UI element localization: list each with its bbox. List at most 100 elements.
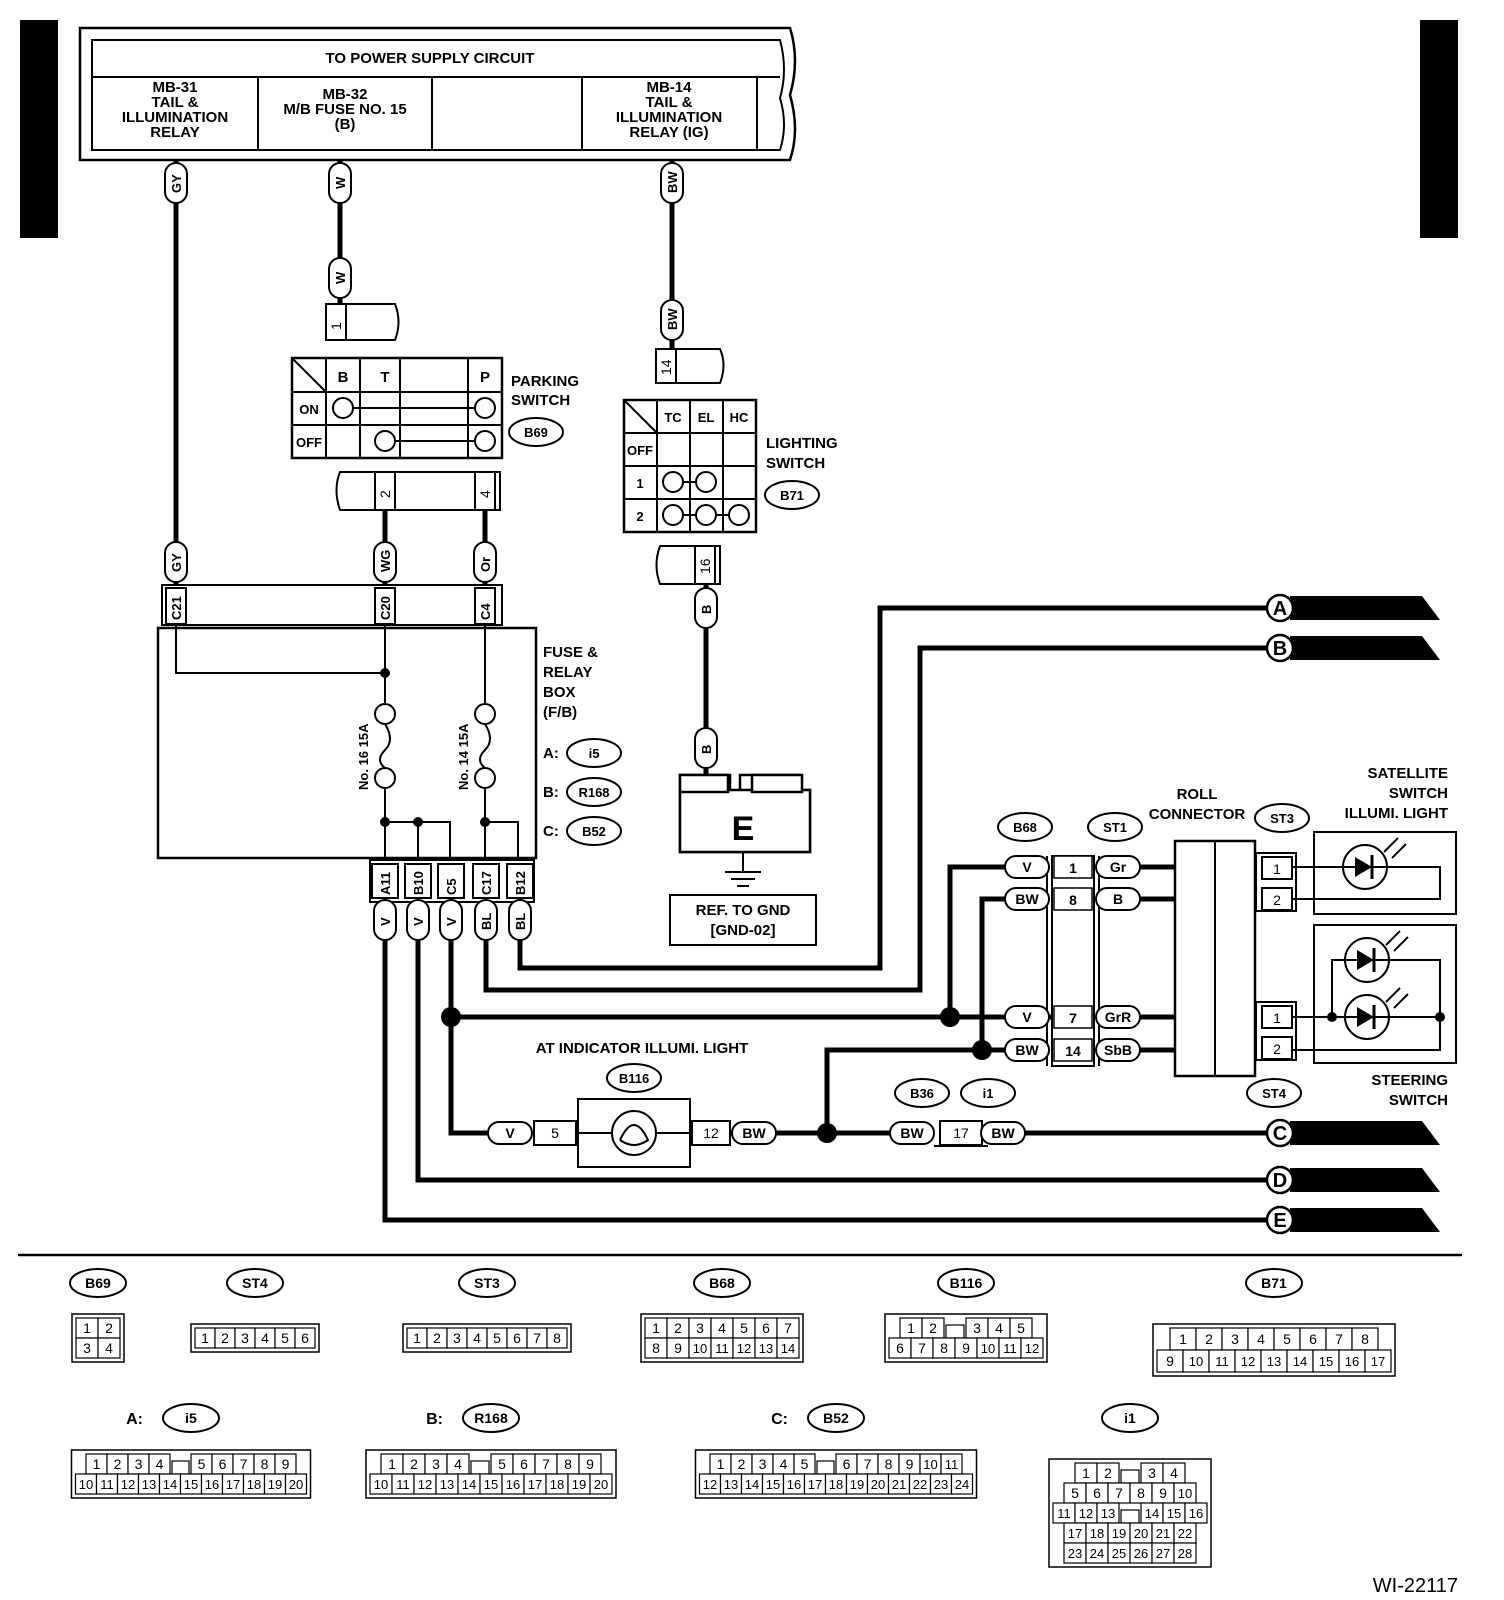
svg-text:OFF: OFF — [296, 435, 322, 450]
svg-text:12: 12 — [703, 1477, 717, 1492]
junction-dots — [441, 1007, 992, 1143]
svg-text:3: 3 — [135, 1456, 143, 1472]
svg-text:9: 9 — [586, 1456, 594, 1472]
svg-text:20: 20 — [289, 1477, 303, 1492]
svg-text:14: 14 — [1293, 1354, 1307, 1369]
offpage-label: ILLUMI-02 — [1300, 1173, 1377, 1190]
svg-text:B52: B52 — [582, 824, 606, 839]
svg-text:1: 1 — [328, 322, 344, 330]
svg-text:17: 17 — [226, 1477, 240, 1492]
offpage-letter: A — [1273, 598, 1287, 620]
svg-text:18: 18 — [1090, 1526, 1104, 1541]
svg-text:4: 4 — [454, 1456, 462, 1472]
svg-text:10: 10 — [79, 1477, 93, 1492]
svg-text:5: 5 — [801, 1456, 809, 1472]
svg-text:2: 2 — [221, 1330, 229, 1346]
svg-text:3: 3 — [973, 1320, 981, 1336]
roll-connector-pin: 7 — [1069, 1010, 1077, 1026]
svg-text:18: 18 — [247, 1477, 261, 1492]
svg-text:No. 16 15A: No. 16 15A — [356, 723, 371, 790]
svg-text:12: 12 — [703, 1125, 719, 1141]
svg-text:A:: A: — [543, 745, 559, 762]
side-tab-left: ILLUMI-01 — [20, 20, 58, 238]
svg-text:14: 14 — [462, 1477, 476, 1492]
svg-text:15: 15 — [1167, 1506, 1181, 1521]
svg-text:6: 6 — [513, 1330, 521, 1346]
power-box-cell-text: (B) — [335, 116, 356, 133]
at-indicator: AT INDICATOR ILLUMI. LIGHT B116 5 12 — [533, 1040, 748, 1168]
svg-text:B69: B69 — [524, 425, 548, 440]
svg-text:5: 5 — [498, 1456, 506, 1472]
svg-text:8: 8 — [261, 1456, 269, 1472]
svg-text:5: 5 — [493, 1330, 501, 1346]
svg-text:17: 17 — [1068, 1526, 1082, 1541]
svg-text:6: 6 — [1309, 1331, 1317, 1347]
power-box-cell-text: M/B FUSE NO. 15 — [283, 101, 406, 118]
svg-text:P: P — [480, 369, 490, 386]
parking-switch: 1 B T P ON OFF PARKING SWITCH B69 2 4 — [290, 303, 579, 511]
fuse-box-pin: B10 — [411, 871, 426, 895]
svg-text:2: 2 — [114, 1456, 122, 1472]
svg-text:9: 9 — [674, 1340, 682, 1356]
svg-text:22: 22 — [913, 1477, 927, 1492]
svg-text:6: 6 — [1093, 1485, 1101, 1501]
svg-text:16: 16 — [787, 1477, 801, 1492]
svg-text:9: 9 — [1159, 1485, 1167, 1501]
svg-text:ROLL: ROLL — [1177, 786, 1218, 803]
svg-text:20: 20 — [594, 1477, 608, 1492]
steering-switch: 1 2 ST4 STEERING SWITCH — [1246, 924, 1457, 1109]
svg-text:5: 5 — [1071, 1485, 1079, 1501]
svg-text:2: 2 — [433, 1330, 441, 1346]
wire-color-label: V — [378, 917, 393, 926]
svg-text:12: 12 — [121, 1477, 135, 1492]
svg-text:C21: C21 — [169, 596, 184, 620]
svg-text:3: 3 — [1231, 1331, 1239, 1347]
svg-text:SATELLITE: SATELLITE — [1367, 765, 1448, 782]
svg-text:12: 12 — [1241, 1354, 1255, 1369]
wire-bundle — [382, 605, 1270, 1223]
svg-text:1: 1 — [652, 1320, 660, 1336]
svg-text:17: 17 — [808, 1477, 822, 1492]
svg-text:B116: B116 — [950, 1275, 983, 1291]
svg-text:11: 11 — [1057, 1506, 1071, 1521]
svg-text:C4: C4 — [478, 603, 493, 620]
svg-text:14: 14 — [1145, 1506, 1159, 1521]
svg-text:23: 23 — [1068, 1546, 1082, 1561]
svg-text:2: 2 — [1205, 1331, 1213, 1347]
power-box-cell-text: MB-14 — [646, 79, 692, 96]
offpage-label: ILLUMI-05 — [1300, 1126, 1377, 1143]
svg-text:LIGHTING: LIGHTING — [766, 435, 838, 452]
svg-text:11: 11 — [945, 1457, 959, 1472]
svg-text:6: 6 — [762, 1320, 770, 1336]
svg-text:26: 26 — [1134, 1546, 1148, 1561]
svg-text:i1: i1 — [983, 1086, 994, 1101]
svg-text:17: 17 — [1371, 1354, 1385, 1369]
svg-text:19: 19 — [1112, 1526, 1126, 1541]
svg-text:BOX: BOX — [543, 684, 576, 701]
offpage-label: ILLUMI-02 — [1300, 601, 1377, 618]
svg-text:22: 22 — [1178, 1526, 1192, 1541]
svg-text:7: 7 — [240, 1456, 248, 1472]
svg-text:21: 21 — [1156, 1526, 1170, 1541]
svg-text:4: 4 — [261, 1330, 269, 1346]
svg-text:11: 11 — [1215, 1354, 1229, 1369]
wire-color-label: W — [333, 176, 348, 189]
svg-text:4: 4 — [473, 1330, 481, 1346]
svg-text:4: 4 — [477, 490, 493, 498]
svg-text:10: 10 — [981, 1341, 995, 1356]
power-box-cell-text: TAIL & — [646, 94, 693, 111]
svg-text:PARKING: PARKING — [511, 373, 579, 390]
svg-text:[GND-02]: [GND-02] — [710, 922, 775, 939]
svg-text:i5: i5 — [185, 1410, 197, 1426]
svg-text:4: 4 — [780, 1456, 788, 1472]
svg-text:3: 3 — [453, 1330, 461, 1346]
svg-text:3: 3 — [241, 1330, 249, 1346]
svg-text:14: 14 — [745, 1477, 759, 1492]
svg-text:R168: R168 — [578, 785, 609, 800]
svg-text:ON: ON — [299, 402, 319, 417]
svg-text:T: T — [380, 369, 389, 386]
roll-connector-pin: 1 — [1069, 860, 1077, 876]
svg-text:1: 1 — [93, 1456, 101, 1472]
